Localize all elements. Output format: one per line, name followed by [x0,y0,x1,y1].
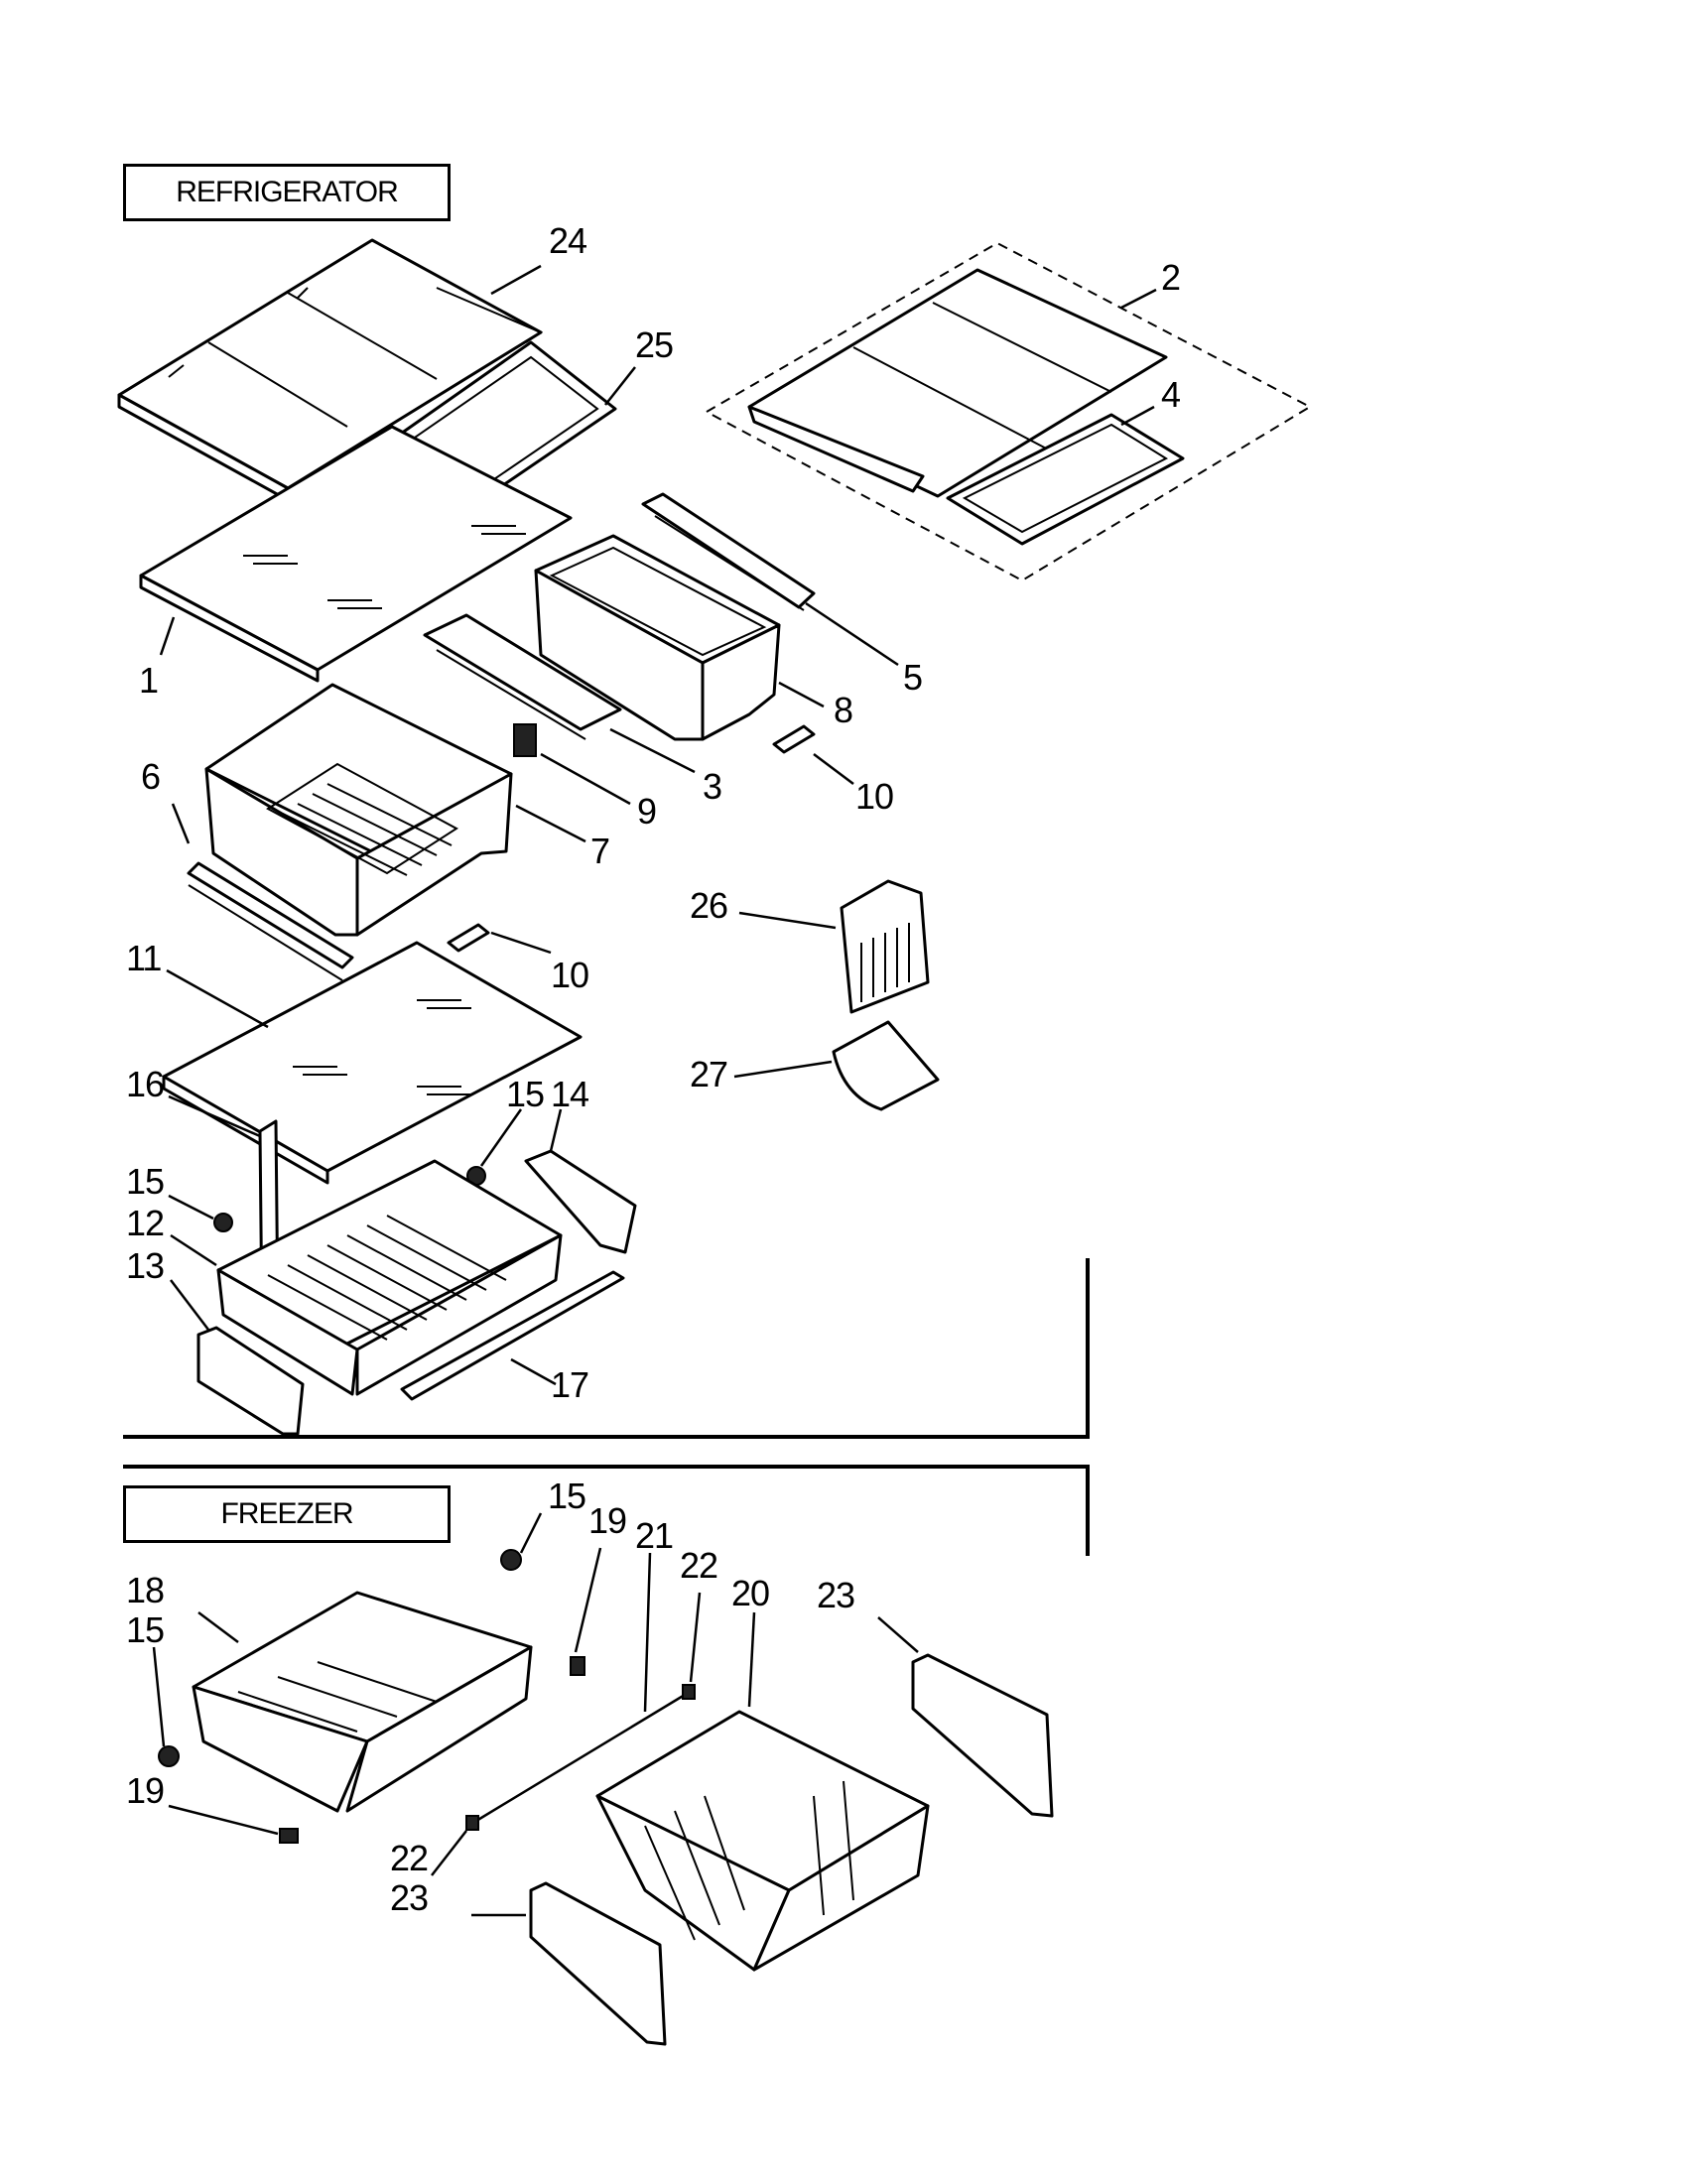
callout-22b: 22 [390,1838,429,1878]
part-1-glass-shelf [139,425,573,683]
callout-19a: 19 [588,1500,627,1541]
callout-15b: 15 [126,1161,165,1202]
part-12-pantry-drawer [216,1159,563,1396]
callout-6: 6 [141,756,161,797]
callout-14: 14 [551,1074,589,1114]
part-10-clip-lower [447,923,490,953]
part-23-slide-lower [529,1881,667,2046]
part-19-stud [279,1656,585,1844]
part-21-rod [475,1693,686,1823]
callout-20: 20 [731,1573,770,1613]
callout-23b: 23 [390,1877,429,1918]
part-11-glass-shelf [162,941,583,1185]
part-17-trim [400,1270,625,1401]
part-7-crisper-drawer [204,683,513,937]
callout-7: 7 [590,831,610,871]
section-dividers [123,1258,1090,1556]
part-23-slide-upper [911,1653,1054,1818]
section-label-refrigerator: REFRIGERATOR [123,164,451,221]
callout-24: 24 [549,220,587,261]
callout-2: 2 [1161,257,1181,298]
callout-27: 27 [690,1054,728,1094]
callout-21: 21 [635,1515,674,1556]
callout-19b: 19 [126,1770,165,1811]
part-8-drawer [534,534,781,741]
callout-15d: 15 [126,1609,165,1650]
callout-12: 12 [126,1203,165,1243]
callout-13: 13 [126,1245,165,1286]
part-3-drawer-cover [423,613,622,740]
callout-18: 18 [126,1570,165,1610]
callout-23a: 23 [817,1575,855,1615]
callout-9: 9 [637,791,657,832]
callout-11: 11 [126,938,162,978]
leader-lines [152,264,1157,1917]
callout-3: 3 [703,766,722,807]
callout-22a: 22 [680,1545,718,1586]
callout-26: 26 [690,885,728,926]
part-13-slide [196,1326,305,1436]
part-4-glass-insert [946,413,1185,546]
part-15-knob [158,1166,522,1767]
part-26-bin [840,879,930,1014]
callout-10b: 10 [551,955,589,995]
callout-4: 4 [1161,374,1181,415]
part-24-shelf-assembly [117,238,544,502]
callout-8: 8 [834,690,853,730]
callout-10a: 10 [855,776,894,817]
callout-15c: 15 [548,1476,586,1516]
callout-1: 1 [139,660,159,701]
part-10-clip-upper [772,724,816,754]
part-9-control [513,723,537,757]
part-20-freezer-drawer [595,1710,930,1972]
part-14-slide [524,1149,637,1254]
part-5-shelf-rail [641,492,816,611]
callout-16: 16 [126,1064,165,1104]
callout-5: 5 [903,657,923,698]
part-27-cover [832,1020,940,1111]
part-6-drawer-rail [187,861,354,981]
part-2-shelf-assembly [704,241,1313,582]
part-22-cap [465,1684,696,1831]
callout-15a: 15 [506,1074,545,1114]
callout-17: 17 [551,1364,589,1405]
callout-25: 25 [635,324,674,365]
part-18-freezer-basket [192,1591,533,1813]
section-label-freezer: FREEZER [123,1485,451,1543]
